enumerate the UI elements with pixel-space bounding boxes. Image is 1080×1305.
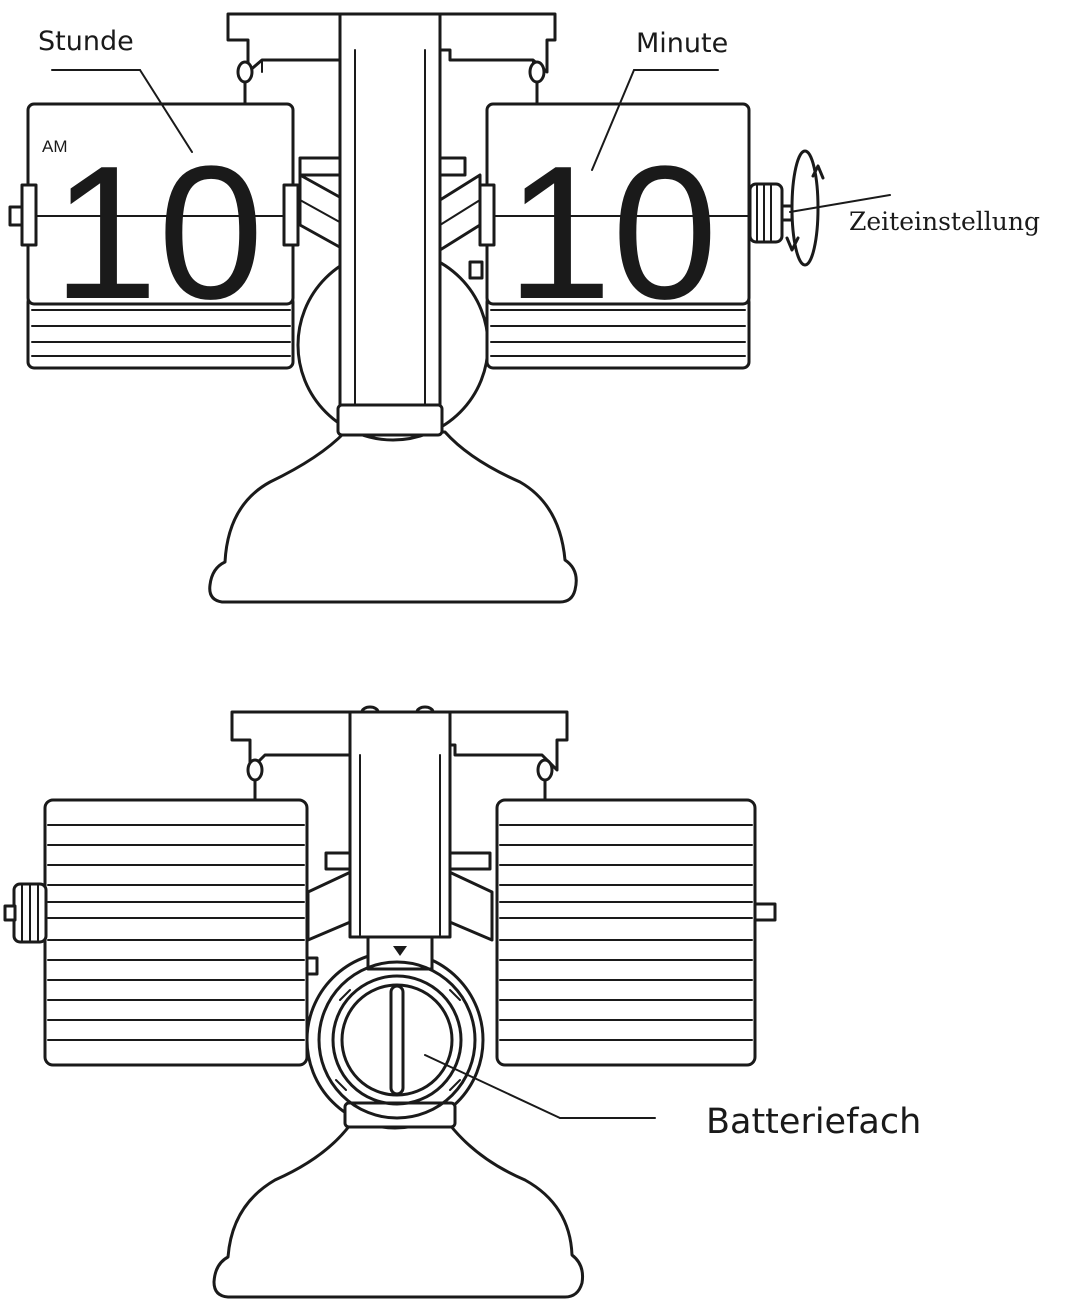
rear-center-column (348, 710, 452, 939)
rear-minute-panel (495, 798, 777, 1067)
label-time-setting: Zeiteinstellung (849, 207, 1040, 236)
battery-compartment[interactable] (317, 935, 477, 1120)
column-collar (336, 403, 444, 437)
minute-stub (468, 260, 484, 280)
label-hour: Stunde (38, 26, 134, 57)
hour-pin-right (282, 183, 300, 247)
rear-hour-panel (3, 798, 319, 1067)
time-setting-knob[interactable] (748, 182, 794, 244)
minute-pin-left (478, 183, 496, 247)
center-column (338, 12, 442, 416)
hour-digits: 10 (52, 127, 263, 339)
rear-view-clock: Batteriefach (3, 705, 921, 1299)
leader-time-setting (789, 194, 891, 213)
front-view-clock: AM 10 10 (8, 12, 1040, 604)
hour-pin-left (20, 183, 38, 247)
battery-cover-slot (389, 984, 405, 1096)
rear-clock-base (212, 1123, 584, 1299)
ampm-indicator: AM (42, 137, 68, 156)
hanger-frame (226, 12, 557, 74)
minute-flip-panel: 10 (468, 102, 825, 370)
label-minute: Minute (636, 28, 728, 59)
minute-digits: 10 (506, 127, 717, 339)
leader-battery (424, 1054, 561, 1119)
clock-base (208, 430, 578, 604)
label-battery: Batteriefach (706, 1102, 921, 1142)
rear-hanger-frame (230, 710, 569, 772)
hinge-right (528, 60, 546, 84)
triangle-marker-icon (393, 946, 407, 956)
hour-flip-panel: AM 10 (8, 102, 300, 370)
hinge-left (236, 60, 254, 84)
